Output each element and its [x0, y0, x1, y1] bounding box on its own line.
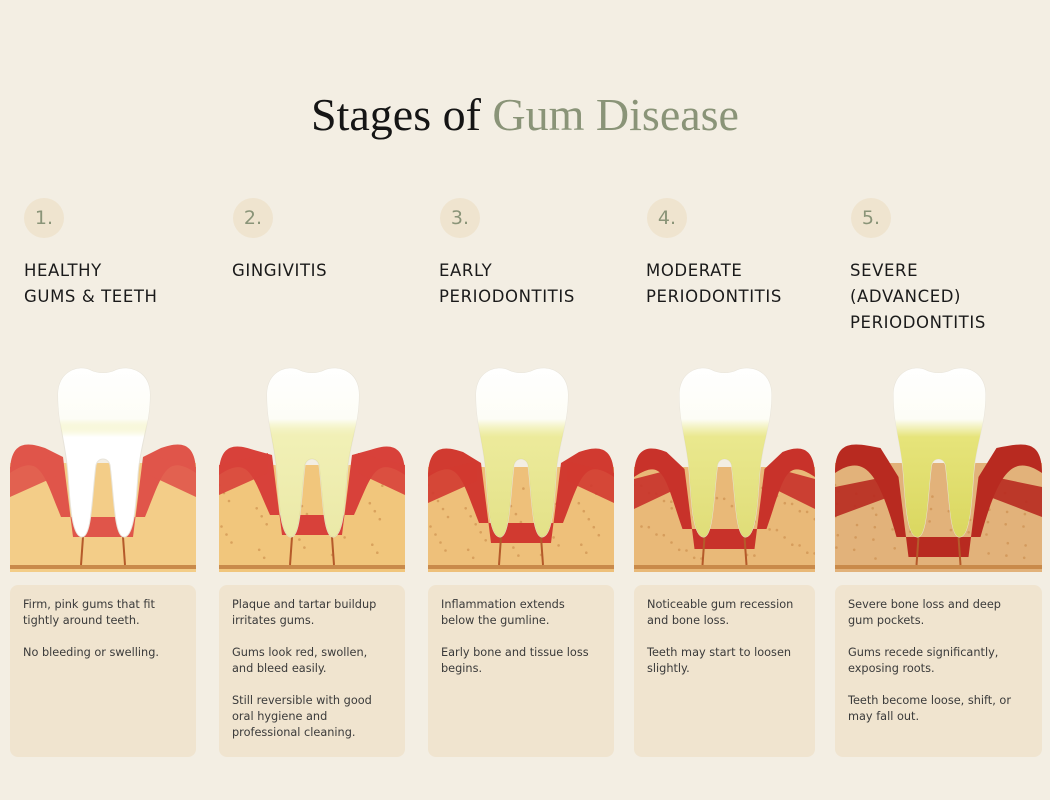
bone-base [219, 565, 405, 569]
stage-heading: Gingivitis [232, 261, 328, 280]
gum-front [428, 461, 614, 503]
tooth-illustration [428, 367, 614, 572]
tooth-illustration [10, 367, 196, 572]
bone-base [428, 565, 614, 569]
stage-description-card: Noticeable gum recession and bone loss. T… [634, 585, 815, 757]
description-text: Gums recede significantly, exposing root… [848, 646, 999, 675]
stage-description-card: Plaque and tartar buildup irritates gums… [219, 585, 405, 757]
description-text: Severe bone loss and deep gum pockets. [848, 598, 1001, 627]
stage-description-card: Inflammation extends below the gumline. E… [428, 585, 614, 757]
nerve [701, 536, 748, 566]
stage-heading: Moderate Periodontitis [646, 261, 782, 306]
nerve [289, 536, 335, 566]
stage-number: 2. [243, 207, 263, 229]
stage-heading: Early Periodontitis [439, 261, 575, 306]
stage-number: 4. [657, 207, 677, 229]
title-prefix: Stages of [311, 89, 481, 140]
title-accent: Gum Disease [492, 89, 739, 140]
gum-front [835, 475, 1042, 517]
stage-number: 1. [34, 207, 54, 229]
gum-front [10, 455, 196, 497]
description-text: Noticeable gum recession and bone loss. [647, 598, 794, 627]
description-text: Inflammation extends below the gumline. [441, 598, 565, 627]
stage-number: 5. [861, 207, 881, 229]
bone-base [835, 565, 1042, 569]
stage-description-card: Severe bone loss and deep gum pockets. Gu… [835, 585, 1042, 757]
stage-number-badge: 2. [233, 198, 273, 238]
gum-front [219, 453, 405, 495]
description-text: No bleeding or swelling. [23, 646, 159, 659]
stage-number-badge: 4. [647, 198, 687, 238]
description-text: Still reversible with good oral hygiene … [232, 694, 372, 739]
nerve [80, 536, 126, 566]
bone-base [10, 565, 196, 569]
stage-number-badge: 1. [24, 198, 64, 238]
tooth-illustration [219, 367, 405, 572]
nerve [498, 536, 544, 566]
description-text: Early bone and tissue loss begins. [441, 646, 589, 675]
description-text: Teeth become loose, shift, or may fall o… [848, 694, 1011, 723]
description-text: Firm, pink gums that fit tightly around … [23, 598, 155, 627]
stage-number-badge: 3. [440, 198, 480, 238]
stage-heading: Healthy Gums & Teeth [24, 261, 158, 306]
gum-front [634, 467, 815, 509]
tooth-illustration [835, 367, 1042, 572]
description-text: Teeth may start to loosen slightly. [647, 646, 792, 675]
stage-number-badge: 5. [851, 198, 891, 238]
gum [835, 444, 1042, 557]
stage-heading: Severe (Advanced) Periodontitis [850, 261, 986, 332]
nerve [915, 536, 962, 566]
stage-description-card: Firm, pink gums that fit tightly around … [10, 585, 196, 757]
description-text: Plaque and tartar buildup irritates gums… [232, 598, 377, 627]
description-text: Gums look red, swollen, and bleed easily… [232, 646, 368, 675]
stage-number: 3. [450, 207, 470, 229]
bone-base [634, 565, 815, 569]
tooth-illustration [634, 367, 815, 572]
page-title: Stages of Gum Disease [0, 88, 1050, 141]
